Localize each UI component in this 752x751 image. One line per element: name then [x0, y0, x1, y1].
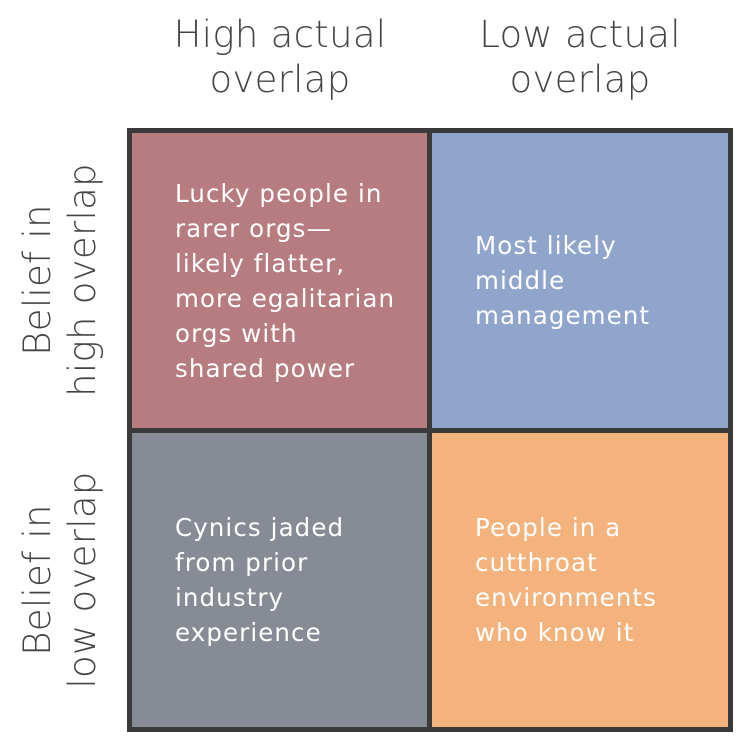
quadrant-bottom-left: Cynics jaded from prior industry experie… — [132, 433, 427, 727]
quadrant-top-right: Most likely middle management — [432, 133, 728, 428]
column-header-low-actual-overlap: Low actual overlap — [479, 13, 681, 101]
quadrant-grid: Lucky people in rarer orgs— likely flatt… — [127, 128, 733, 732]
quadrant-bottom-left-text: Cynics jaded from prior industry experie… — [175, 513, 345, 647]
row-header-wrap-low: Belief in low overlap — [0, 430, 120, 730]
column-header-high-actual-overlap: High actual overlap — [173, 13, 387, 101]
row-header-wrap-high: Belief in high overlap — [0, 130, 120, 430]
quadrant-top-left-text: Lucky people in rarer orgs— likely flatt… — [175, 178, 396, 383]
row-header-belief-low-overlap: Belief in low overlap — [16, 471, 104, 689]
row-header-belief-high-overlap: Belief in high overlap — [16, 163, 104, 397]
quadrant-bottom-right-text: People in a cutthroat environments who k… — [475, 513, 657, 647]
quadrant-bottom-right: People in a cutthroat environments who k… — [432, 433, 728, 727]
quadrant-top-right-text: Most likely middle management — [475, 231, 651, 330]
quadrant-top-left: Lucky people in rarer orgs— likely flatt… — [132, 133, 427, 428]
